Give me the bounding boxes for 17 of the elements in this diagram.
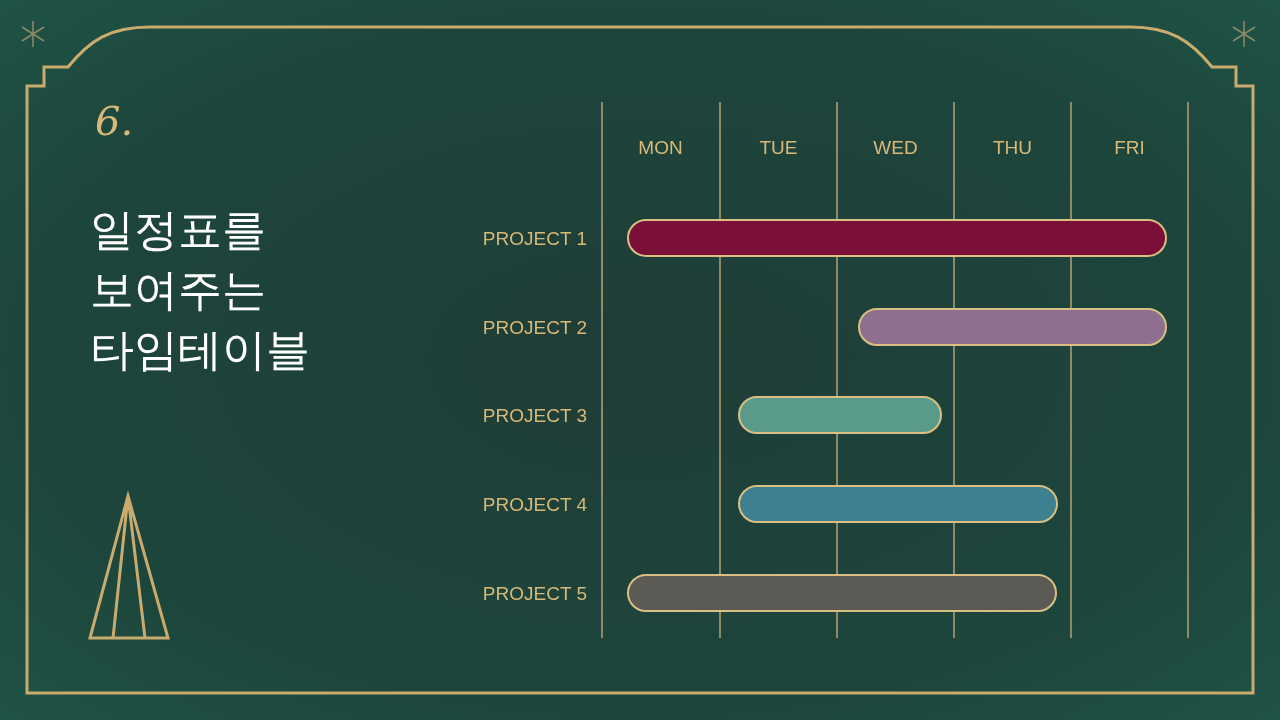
- project-label: PROJECT 4: [481, 494, 587, 516]
- schedule-bar: [627, 219, 1167, 257]
- day-header: MON: [637, 137, 684, 159]
- project-label: PROJECT 2: [481, 317, 587, 339]
- schedule-bar: [627, 574, 1057, 612]
- schedule-bar: [738, 396, 942, 434]
- day-header: FRI: [1113, 137, 1146, 159]
- day-header: TUE: [758, 137, 799, 159]
- project-label: PROJECT 5: [481, 583, 587, 605]
- section-number: 6.: [95, 98, 134, 144]
- day-header: THU: [991, 137, 1034, 159]
- project-label: PROJECT 3: [481, 405, 587, 427]
- schedule-bar: [858, 308, 1167, 346]
- project-label: PROJECT 1: [481, 228, 587, 250]
- day-header: WED: [872, 137, 919, 159]
- schedule-bar: [738, 485, 1058, 523]
- slide-title: 일정표를 보여주는 타임테이블: [90, 203, 311, 377]
